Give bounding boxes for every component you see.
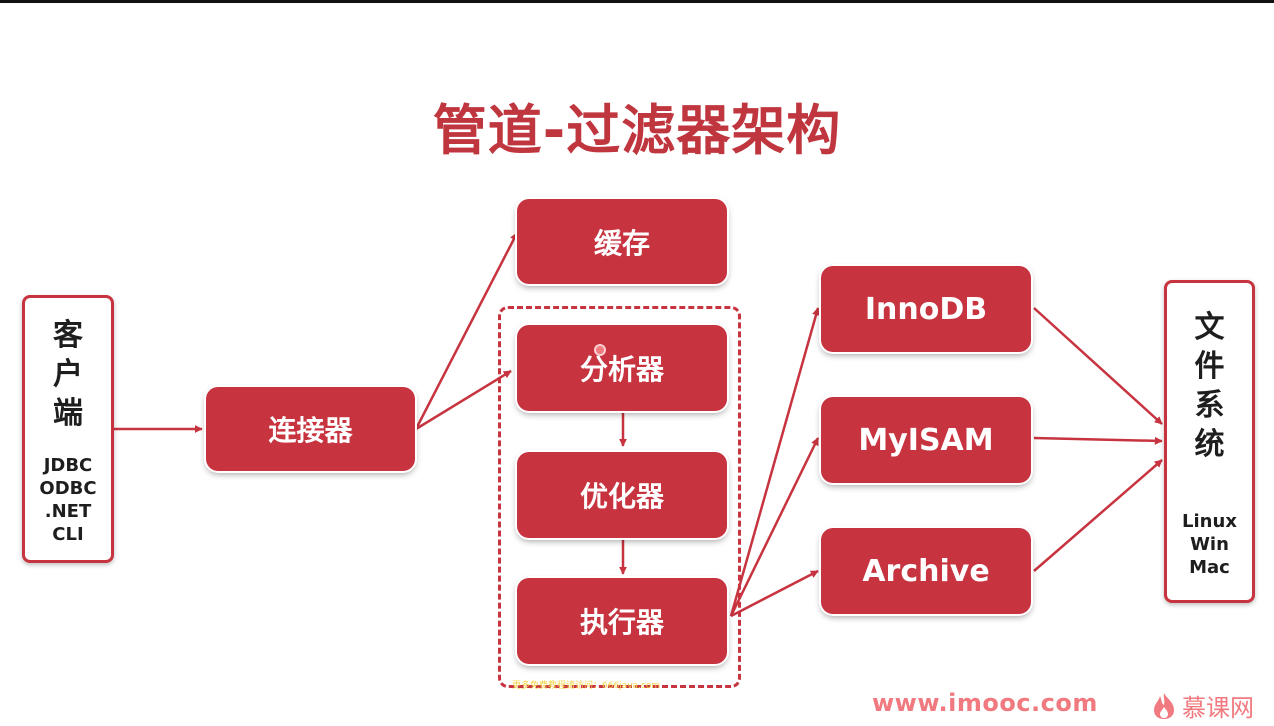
connector-box: 连接器: [206, 387, 415, 471]
myisam-box: MyISAM: [821, 397, 1031, 483]
filesystem-title: 文 件 系 统: [1195, 308, 1225, 464]
arrow-myisam-to-filesystem: [1033, 436, 1163, 445]
os-item: Mac: [1189, 557, 1230, 578]
client-driver: .NET: [44, 501, 92, 522]
page-title: 管道-过滤器架构: [432, 99, 842, 162]
optimizer-box: 优化器: [517, 452, 727, 538]
client-title-char: 客: [53, 318, 83, 353]
top-border: [0, 0, 1274, 3]
os-list: Linux Win Mac: [1182, 510, 1237, 579]
arrow-executor-to-myisam: [729, 437, 820, 617]
client-title-char: 户: [53, 357, 83, 392]
flame-icon: [1154, 692, 1174, 719]
filesystem-title-char: 件: [1194, 349, 1225, 384]
os-item: Win: [1190, 534, 1229, 555]
query-pipeline-group: [498, 306, 741, 688]
analyzer-box: 分析器: [517, 325, 727, 411]
arrow-archive-to-filesystem: [1033, 459, 1163, 572]
os-item: Linux: [1182, 511, 1237, 532]
filesystem-title-char: 系: [1194, 388, 1225, 423]
pointer-cursor: [594, 344, 606, 356]
arrow-innodb-to-filesystem: [1033, 307, 1163, 425]
watermark-text: 更多免费教程请访问：666java.com: [512, 681, 661, 691]
client-title-char: 端: [53, 396, 83, 431]
cache-box: 缓存: [517, 199, 727, 284]
archive-box: Archive: [821, 528, 1031, 614]
client-driver: CLI: [52, 524, 84, 545]
filesystem-title-char: 文: [1194, 310, 1225, 345]
arrow-executor-to-innodb: [729, 307, 820, 617]
client-driver: ODBC: [39, 478, 97, 499]
arrow-executor-to-archive: [730, 569, 819, 618]
site-url: www.imooc.com: [872, 689, 1098, 717]
filesystem-box: 文 件 系 统 Linux Win Mac: [1164, 280, 1255, 603]
client-driver-list: JDBC ODBC .NET CLI: [39, 454, 96, 546]
client-driver: JDBC: [43, 455, 93, 476]
innodb-box: InnoDB: [821, 266, 1031, 352]
client-title: 客 户 端: [53, 316, 83, 433]
executor-box: 执行器: [517, 578, 727, 664]
filesystem-title-char: 统: [1194, 427, 1225, 462]
client-box: 客 户 端 JDBC ODBC .NET CLI: [22, 295, 114, 563]
brand-name: 慕课网: [1182, 694, 1254, 722]
brand-logo: 慕课网: [1152, 688, 1254, 723]
arrow-connector-to-analyzer: [415, 369, 512, 431]
